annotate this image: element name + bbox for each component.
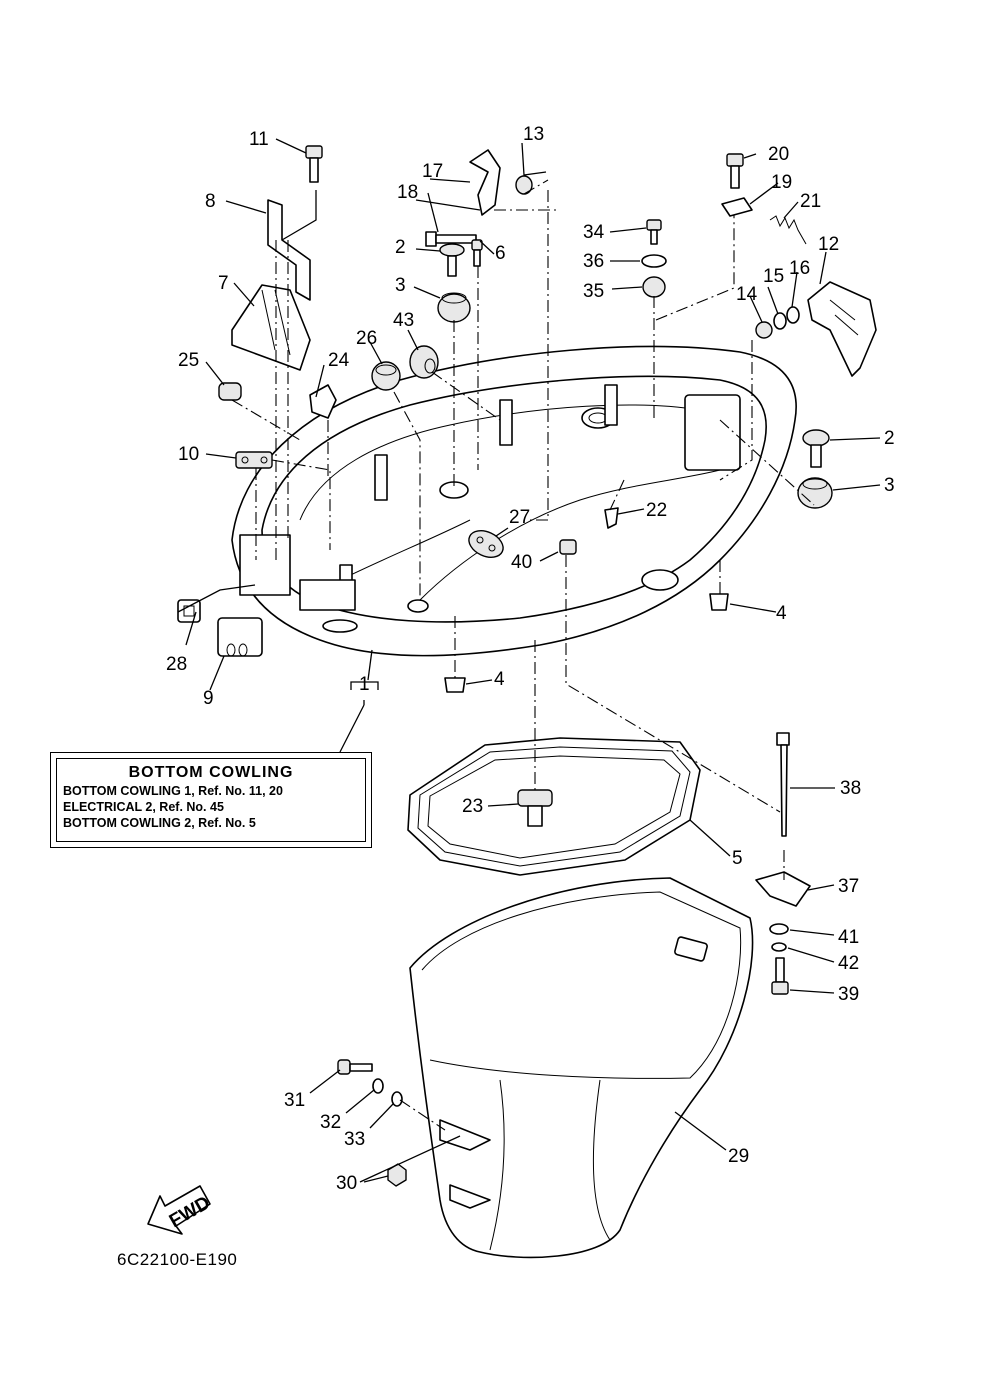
legend-box: BOTTOM COWLING BOTTOM COWLING 1, Ref. No…	[50, 752, 372, 848]
callout-37: 37	[838, 876, 859, 897]
plate-19	[721, 197, 753, 217]
callout-23: 23	[462, 796, 483, 817]
collar-4-right	[709, 593, 729, 611]
callout-9: 9	[203, 688, 214, 709]
callout-3-top: 3	[395, 275, 406, 296]
callout-27: 27	[509, 507, 530, 528]
callout-15: 15	[763, 266, 784, 287]
callout-19: 19	[771, 172, 792, 193]
bracket-37	[755, 871, 811, 907]
callout-41: 41	[838, 927, 859, 948]
callout-33: 33	[344, 1129, 365, 1150]
callout-22: 22	[646, 500, 667, 521]
lever-12	[807, 281, 877, 377]
legend-line-2: ELECTRICAL 2, Ref. No. 45	[63, 800, 224, 814]
callout-38: 38	[840, 778, 861, 799]
callout-20: 20	[768, 144, 789, 165]
callout-3-right: 3	[884, 475, 895, 496]
callout-32: 32	[320, 1112, 341, 1133]
callout-43: 43	[393, 310, 414, 331]
legend-line-1: BOTTOM COWLING 1, Ref. No. 11, 20	[63, 784, 283, 798]
bolt-18	[425, 231, 477, 247]
callout-12: 12	[818, 234, 839, 255]
washer-15	[773, 312, 787, 330]
legend-line-3: BOTTOM COWLING 2, Ref. No. 5	[63, 816, 256, 830]
washer-41	[769, 923, 789, 935]
callout-28: 28	[166, 654, 187, 675]
callout-40: 40	[511, 552, 532, 573]
callout-11: 11	[249, 129, 269, 150]
callout-10: 10	[178, 444, 199, 465]
callout-31: 31	[284, 1090, 305, 1111]
callout-14: 14	[736, 284, 758, 305]
bolt-20	[726, 153, 744, 189]
lever-17	[469, 149, 501, 216]
callout-4-bottom: 4	[494, 669, 505, 690]
legend-inner: BOTTOM COWLING BOTTOM COWLING 1, Ref. No…	[56, 758, 366, 842]
bolt-2-right	[802, 429, 830, 468]
callout-39: 39	[838, 984, 859, 1005]
callout-30: 30	[336, 1173, 357, 1194]
callout-36: 36	[583, 251, 604, 272]
callout-1: 1	[359, 674, 370, 695]
grommet-26	[371, 361, 401, 391]
callout-8: 8	[205, 191, 216, 212]
grommet-43	[409, 345, 439, 379]
callout-29: 29	[728, 1146, 749, 1167]
callout-26: 26	[356, 328, 377, 349]
washer-42	[771, 942, 787, 952]
collar-14	[755, 321, 773, 339]
callout-7: 7	[218, 273, 229, 294]
fastener-22	[604, 507, 619, 529]
callout-labels: 11 8 7 25 10 28 9 24 26 43 17 18 13 2 6 …	[166, 124, 895, 1194]
bracket-7	[231, 284, 311, 371]
seal-gasket	[407, 737, 701, 876]
callout-2-top: 2	[395, 237, 406, 258]
callout-2-right: 2	[884, 428, 895, 449]
screw-6	[471, 239, 483, 267]
bottom-cowling-tray	[231, 345, 797, 657]
leader-lines	[177, 138, 881, 1183]
washer-36	[641, 254, 667, 268]
callout-25: 25	[178, 350, 199, 371]
callout-18: 18	[397, 182, 418, 203]
callout-6: 6	[495, 243, 506, 264]
callout-34: 34	[583, 222, 605, 243]
screw-31	[337, 1059, 373, 1075]
collar-4-bottom	[444, 677, 466, 693]
nut-40	[559, 539, 577, 555]
connector-9	[217, 617, 263, 657]
callout-24: 24	[328, 350, 350, 371]
bolt-34	[646, 219, 662, 245]
grommet-27	[468, 530, 504, 558]
callout-35: 35	[583, 281, 604, 302]
callout-21: 21	[800, 191, 821, 212]
callout-17: 17	[422, 161, 443, 182]
grommet-3-top	[437, 292, 471, 323]
callout-13: 13	[523, 124, 544, 145]
collar-35	[642, 276, 666, 298]
fwd-arrow: FWD	[147, 1185, 214, 1235]
alignment-lines	[231, 179, 815, 1131]
callout-5: 5	[732, 848, 743, 869]
washer-33	[391, 1091, 403, 1107]
document-code: 6C22100-E190	[117, 1250, 238, 1269]
callout-42: 42	[838, 953, 859, 974]
screw-11	[305, 145, 323, 183]
washer-16	[786, 306, 800, 324]
pad-10	[235, 451, 273, 469]
grommet-3-right	[797, 477, 833, 509]
bottom-cowling-2	[409, 877, 754, 1259]
cable-tie-38	[776, 732, 790, 837]
callout-16: 16	[789, 258, 810, 279]
grommet-25	[218, 382, 242, 401]
washer-32	[372, 1078, 384, 1094]
bolt-39	[771, 957, 789, 995]
legend-title: BOTTOM COWLING	[128, 764, 294, 781]
spring-21	[769, 215, 807, 245]
callout-4-right: 4	[776, 603, 787, 624]
bracket-8	[267, 199, 311, 301]
bolt-2-top	[439, 243, 465, 277]
